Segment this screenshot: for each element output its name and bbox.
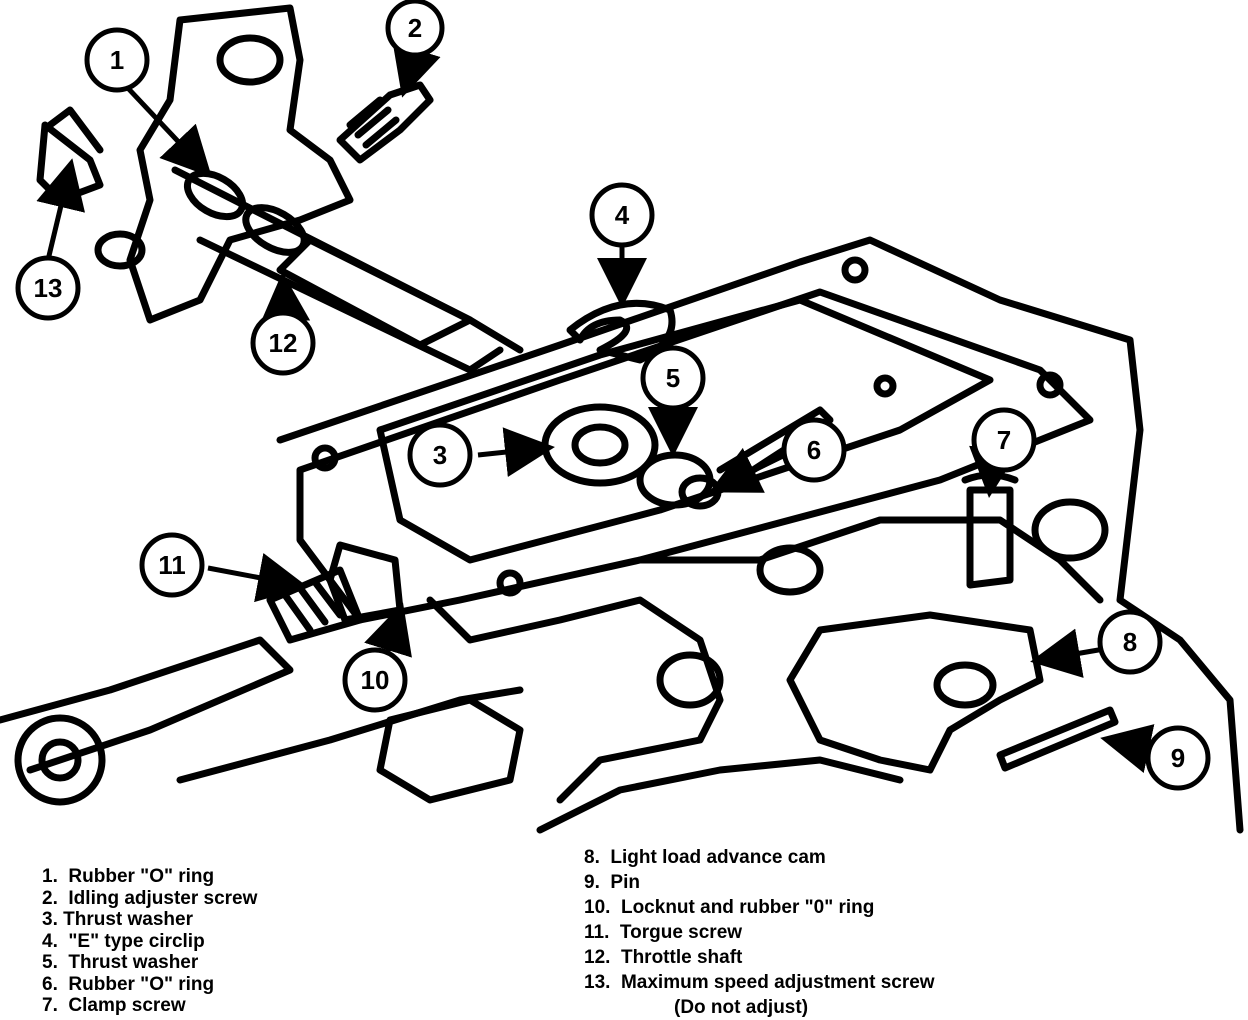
callout-2-circle <box>385 0 445 58</box>
boss-mid <box>756 544 824 596</box>
callout-11: 11 <box>158 550 186 580</box>
callout-13-circle <box>15 255 81 321</box>
leader-7 <box>969 445 1019 498</box>
callout-7-circle <box>971 407 1037 473</box>
callout-9: 9 <box>1171 743 1185 773</box>
housing-front-face <box>426 596 724 804</box>
shaft-collar <box>242 204 308 256</box>
legend-item-11: 11. Torgue screw <box>584 922 743 943</box>
callout-5-circle <box>640 345 706 411</box>
exploded-view-diagram: 1 2 3 4 5 6 7 8 9 10 11 12 13 <box>0 0 1244 834</box>
housing-lower-edge <box>536 756 904 834</box>
legend-item-6: 6. Rubber "O" ring <box>42 973 215 995</box>
o-ring-1 <box>184 169 246 221</box>
callout-1: 1 <box>110 45 124 75</box>
callout-11-circle <box>139 532 205 598</box>
light-load-cam <box>786 611 1044 774</box>
callout-4-circle <box>589 182 655 248</box>
bolt-hole-2 <box>841 256 869 284</box>
callout-8: 8 <box>1123 627 1137 657</box>
bolt-hole-1 <box>311 444 339 472</box>
legend-item-4: 4. "E" type circlip <box>42 930 205 952</box>
callout-6: 6 <box>807 435 821 465</box>
cam-hole <box>933 661 997 709</box>
legend-item-9: 9. Pin <box>584 872 640 893</box>
clamp-screw <box>961 471 1019 589</box>
callout-2: 2 <box>408 13 422 43</box>
callout-1-circle <box>84 27 150 93</box>
callout-10-circle <box>342 647 408 713</box>
idling-adjuster-screw <box>336 81 434 164</box>
pump-housing <box>276 236 1244 834</box>
callout-12-circle <box>250 310 316 376</box>
callout-4: 4 <box>615 200 630 230</box>
legend-item-5: 5. Thrust washer <box>42 952 199 973</box>
lever-hole-bottom <box>94 230 146 270</box>
locknut <box>326 541 404 624</box>
leader-11 <box>207 553 308 603</box>
pin-9 <box>996 706 1119 772</box>
callout-6-circle <box>781 417 847 483</box>
throttle-lever <box>126 4 354 324</box>
shaft-groove <box>276 236 474 349</box>
boss-front <box>656 651 724 709</box>
leader-2 <box>392 42 441 98</box>
lower-left-boss <box>14 714 106 806</box>
bolt-hole-3 <box>1036 371 1064 399</box>
legend-item-8: 8. Light load advance cam <box>584 847 826 868</box>
legend-item-12: 12. Throttle shaft <box>584 947 743 968</box>
lever-hole-top <box>216 34 284 86</box>
leader-1 <box>123 83 212 178</box>
legend-item-7: 7. Clamp screw <box>42 995 186 1016</box>
callout-9-circle <box>1145 725 1211 791</box>
legend-item-2: 2. Idling adjuster screw <box>42 887 258 909</box>
callout-13: 13 <box>34 273 63 303</box>
legend-item-10: 10. Locknut and rubber "0" ring <box>584 897 875 918</box>
lower-left-boss-inner <box>38 738 82 782</box>
callout-3-circle <box>407 422 473 488</box>
boss-right <box>1031 498 1109 562</box>
hex-nut <box>376 696 524 804</box>
callout-7: 7 <box>997 425 1011 455</box>
legend-item-13: 13. Maximum speed adjustment screw <box>584 972 935 993</box>
housing-lower-right <box>636 516 1104 604</box>
bolt-hole-4 <box>496 569 524 597</box>
callout-5: 5 <box>666 363 680 393</box>
bolt-hole-5 <box>873 374 897 398</box>
leader-6 <box>709 447 787 493</box>
leader-3 <box>477 427 555 478</box>
callout-8-circle <box>1097 609 1163 675</box>
legend-right: 8. Light load advance cam 9. Pin 10. Loc… <box>584 845 935 1020</box>
max-speed-screw <box>36 106 104 204</box>
legend-left: 1. Rubber "O" ring 2. Idling adjuster sc… <box>42 866 257 1017</box>
legend-item-1: 1. Rubber "O" ring <box>42 866 215 887</box>
callout-3: 3 <box>433 440 447 470</box>
callout-12: 12 <box>269 328 298 358</box>
legend-item-3: 3. Thrust washer <box>42 909 193 930</box>
leader-13 <box>36 158 86 261</box>
leader-8 <box>1030 628 1111 678</box>
thrust-washer-3-inner <box>571 423 629 467</box>
callout-10: 10 <box>361 665 390 695</box>
legend-item-13-note: (Do not adjust) <box>674 997 809 1018</box>
pin-rod <box>716 406 834 489</box>
